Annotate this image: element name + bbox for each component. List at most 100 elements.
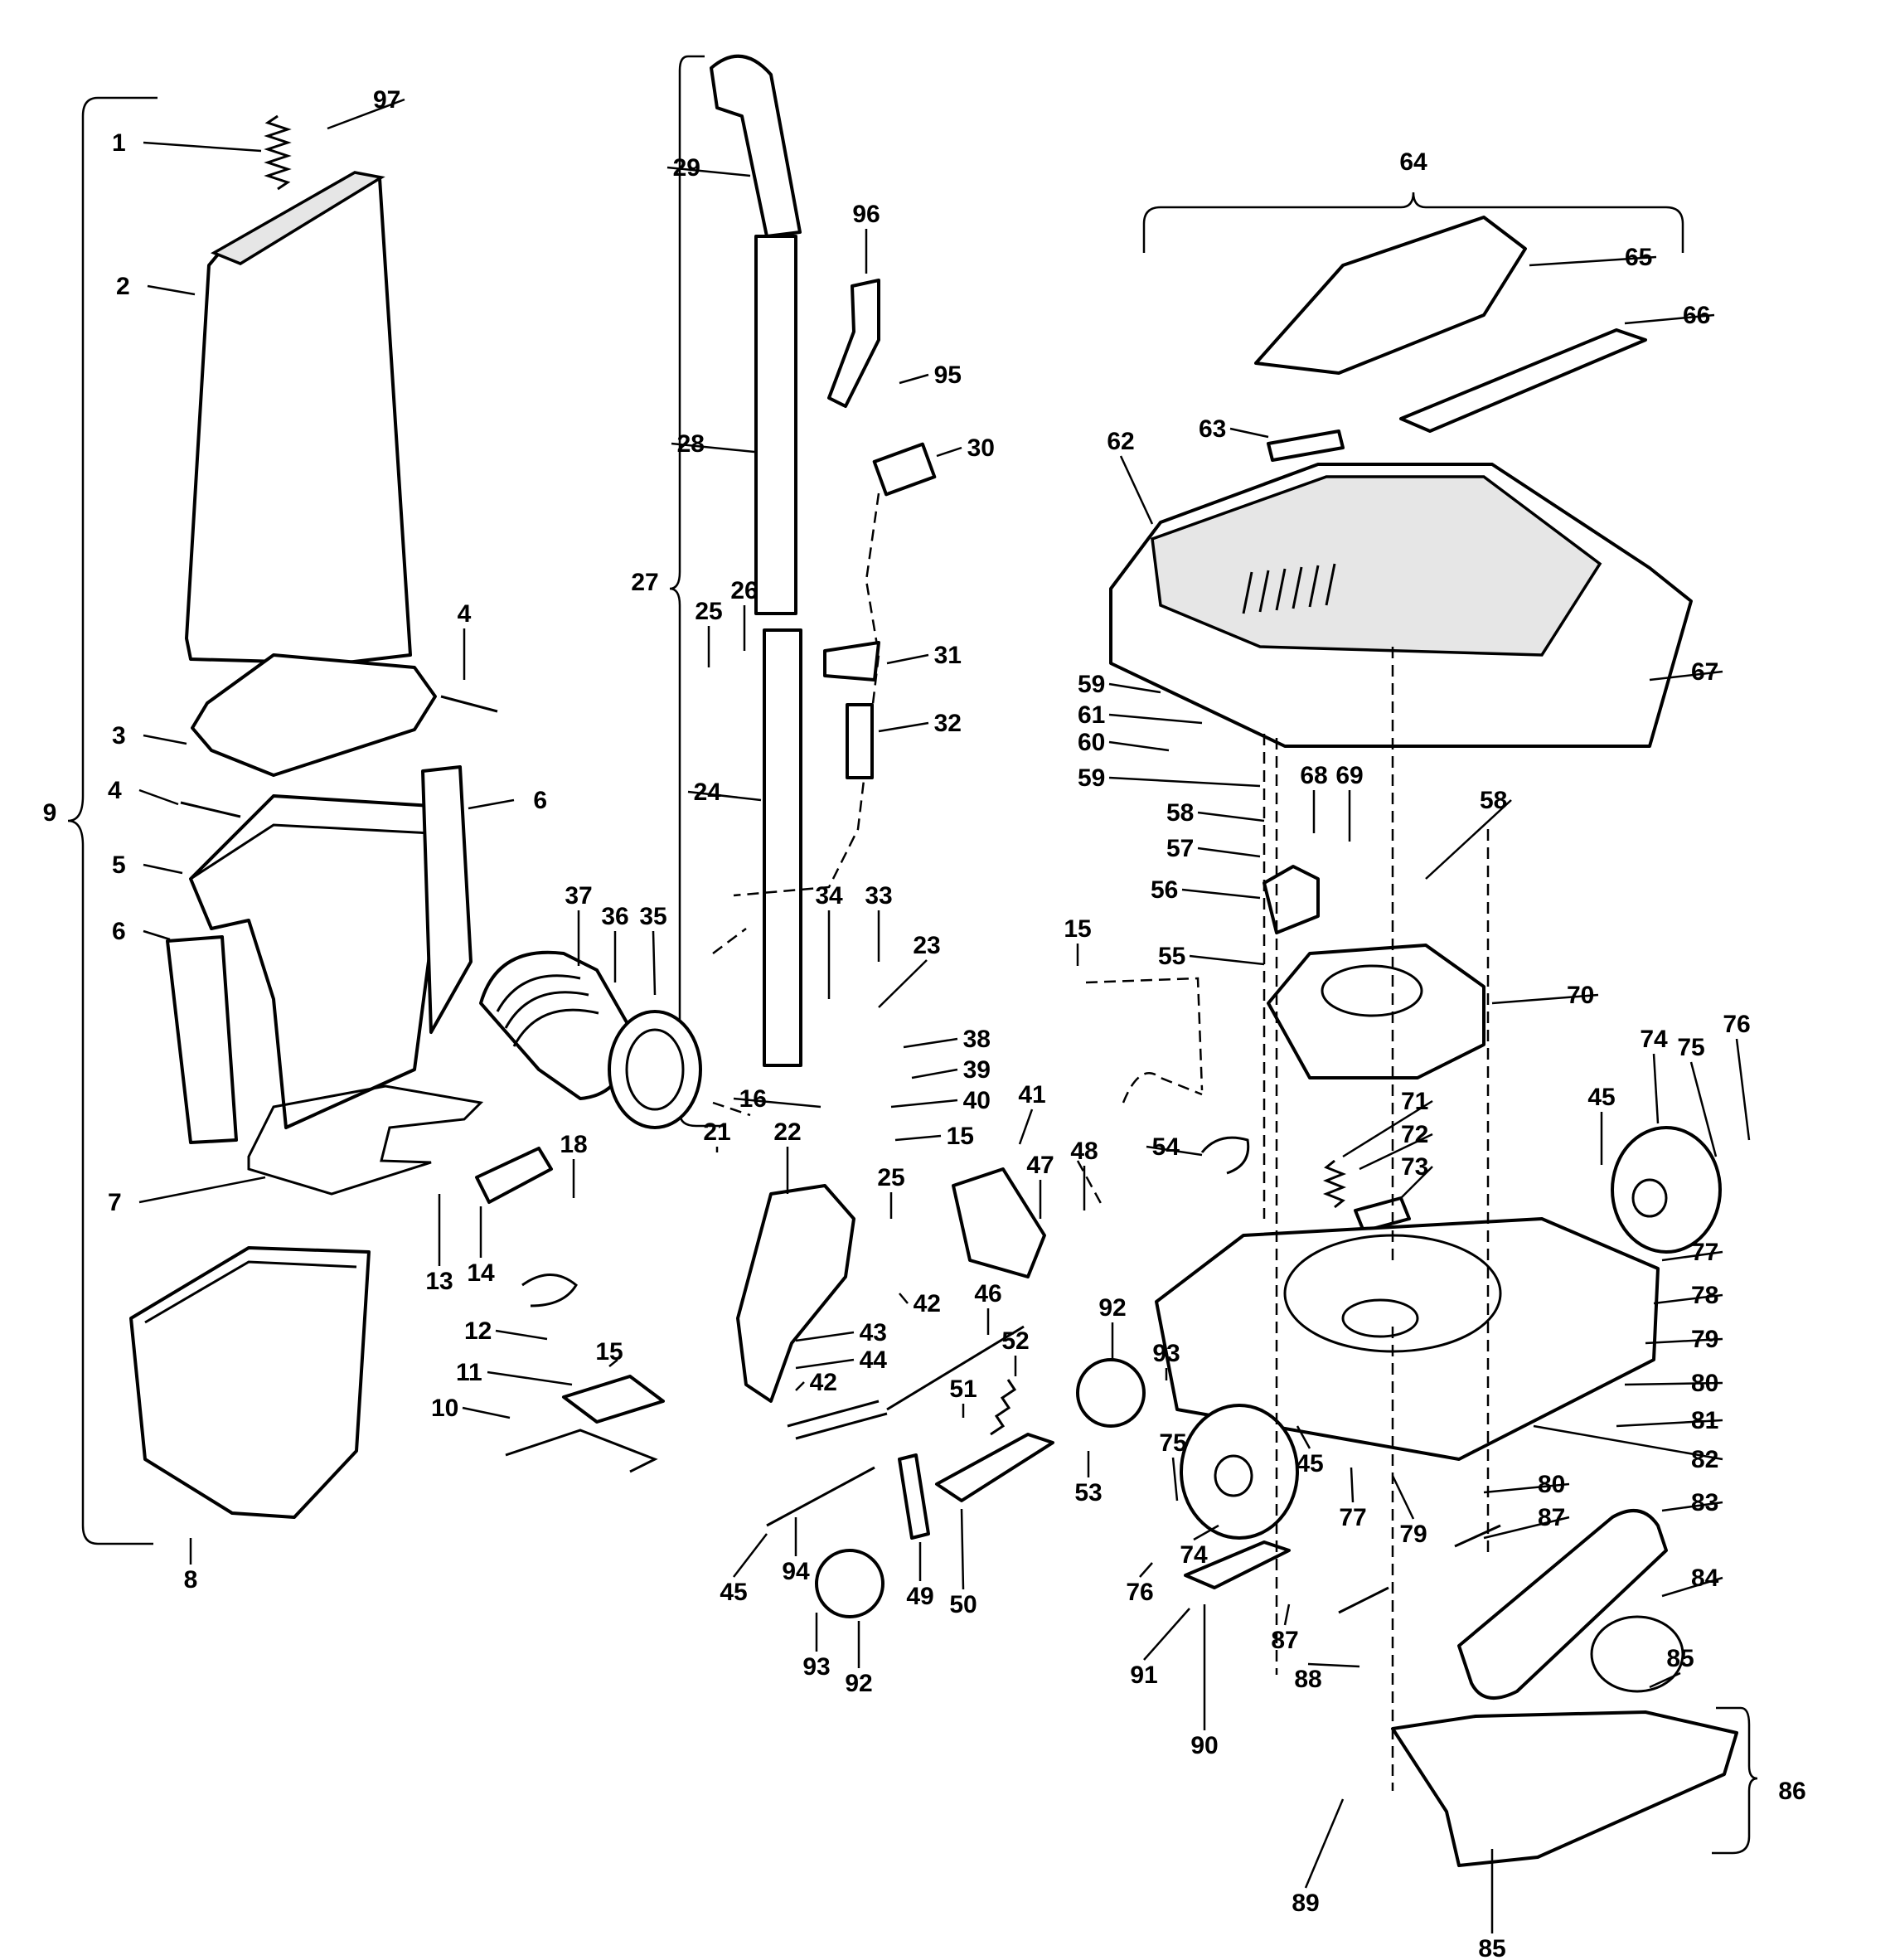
callout-leader [899,1293,909,1304]
callout-leader [1197,847,1261,858]
callout-leader [1229,427,1269,439]
callout-leader [1391,1475,1415,1520]
callout-leader [652,930,657,996]
part-callout-81: 81 [1691,1407,1718,1434]
part-callout-42: 42 [810,1369,837,1396]
callout-leader [1350,1467,1355,1503]
part-callout-69: 69 [1335,762,1363,789]
part-callout-71: 71 [1401,1088,1428,1115]
callout-leader [1283,1603,1291,1626]
part-callout-59: 59 [1078,764,1105,792]
wheel-part-74-front-hub [1214,1454,1253,1497]
latch-part-41 [952,1167,1046,1278]
collar-part-3 [191,653,437,777]
part-callout-80: 80 [1538,1471,1565,1498]
callout-leader [1119,455,1154,525]
callout-leader [1649,670,1723,682]
callout-leader [1108,682,1161,694]
part-callout-56: 56 [1151,876,1178,904]
handle-part-29 [710,54,802,238]
part-callout-3: 3 [112,722,126,750]
part-callout-73: 73 [1401,1153,1428,1181]
part-callout-93: 93 [1152,1340,1180,1367]
callout-leader [1193,1524,1219,1541]
part-callout-60: 60 [1078,729,1105,756]
part-callout-64: 64 [1399,148,1427,176]
part-callout-50: 50 [949,1591,977,1618]
part-callout-24: 24 [694,779,722,806]
motor-part-70 [1267,944,1485,1079]
part-callout-76: 76 [1723,1011,1750,1038]
part-callout-18: 18 [560,1131,587,1158]
part-callout-49: 49 [906,1583,933,1610]
part-callout-10: 10 [431,1395,458,1422]
callout-leader [1616,1419,1723,1428]
part-callout-85: 85 [1478,1935,1505,1960]
cup-inner [144,1260,357,1324]
callout-leader [911,1068,958,1079]
bracket-part-14 [475,1147,553,1204]
gasket-part-7 [247,1084,484,1196]
belt-part-84 [1590,1615,1684,1693]
callout-leader [1483,1516,1570,1540]
part-callout-77: 77 [1339,1504,1366,1531]
brushroll-part-83 [1457,1509,1668,1700]
callout-leader [1491,993,1599,1005]
part-callout-51: 51 [949,1375,977,1403]
callout-leader [671,442,755,454]
part-callout-36: 36 [601,903,628,930]
callout-leader [327,98,405,130]
clamp-part-31 [823,641,880,682]
callout-leader [1483,1482,1570,1494]
part-callout-79: 79 [1691,1326,1718,1353]
bag-collar [211,171,385,265]
part-callout-28: 28 [677,430,705,458]
spring-part-87 [1338,1524,1501,1614]
part-callout-4: 4 [458,600,472,628]
callout-leader [960,1508,965,1590]
callout-leader [936,446,962,458]
part-callout-31: 31 [934,642,962,669]
motor-fan [1321,964,1423,1017]
callout-leader [886,653,929,665]
part-callout-75: 75 [1159,1429,1186,1457]
cup-part-8 [129,1246,371,1519]
callout-leader [795,1331,855,1342]
part-callout-7: 7 [108,1189,122,1216]
part-callout-38: 38 [963,1026,991,1053]
housing-part-5 [189,794,441,1129]
part-callout-92: 92 [1098,1294,1126,1322]
part-callout-45: 45 [720,1579,747,1606]
tube-part-24 [763,628,802,1067]
callout-leader [147,284,196,296]
wheel-part-74-rear-hub [1631,1178,1668,1218]
part-callout-83: 83 [1691,1489,1718,1516]
part-callout-39: 39 [963,1056,991,1084]
part-callout-74: 74 [1180,1541,1208,1569]
callout-leader [1529,255,1657,267]
part-callout-6: 6 [533,787,547,814]
part-callout-44: 44 [860,1346,888,1374]
part-callout-67: 67 [1691,658,1718,686]
callout-leader [143,929,171,941]
bracket-group-27 [669,55,725,1128]
part-callout-57: 57 [1166,835,1194,862]
callout-leader [899,373,929,385]
diagram-artwork [67,54,1758,1867]
part-callout-35: 35 [639,903,666,930]
part-callout-42: 42 [914,1290,941,1317]
part-callout-1: 1 [112,129,126,157]
callout-leader [1533,1424,1723,1461]
part-callout-12: 12 [464,1317,492,1345]
part-callout-5: 5 [112,851,126,879]
callout-leader [1735,1038,1751,1141]
callout-leader [666,166,751,177]
part-callout-97: 97 [373,86,400,114]
bag-part-2 [185,172,412,665]
part-callout-74: 74 [1640,1026,1668,1053]
wheel-part-92-small [815,1549,884,1618]
part-callout-88: 88 [1294,1666,1321,1693]
bracket-group-9 [67,96,158,1545]
alignment-lines [712,647,1490,1791]
